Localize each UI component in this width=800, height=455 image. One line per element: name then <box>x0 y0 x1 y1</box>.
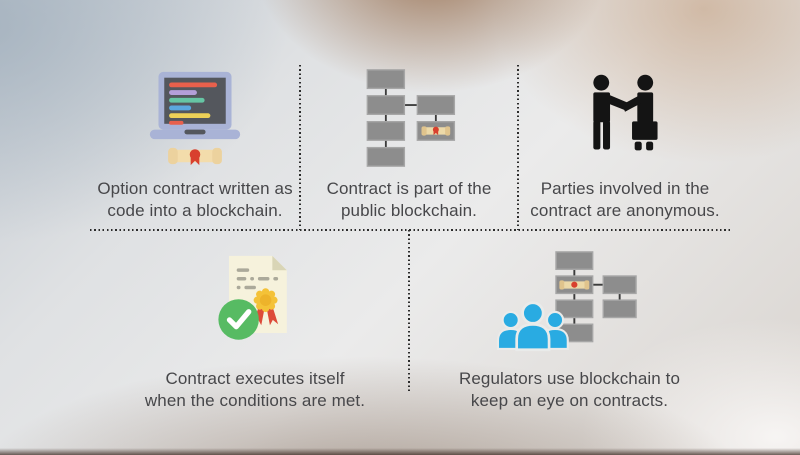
caption-line: public blockchain. <box>340 200 477 220</box>
card-caption: Parties involved in the contract are ano… <box>530 178 719 222</box>
caption-line: Parties involved in the <box>540 179 710 198</box>
card-public-blockchain: Contract is part of the public blockchai… <box>300 56 518 222</box>
caption-line: Option contract written as <box>97 179 293 198</box>
card-anonymous-parties: Parties involved in the contract are ano… <box>518 56 732 222</box>
card-regulators: Regulators use blockchain to keep an eye… <box>409 246 730 412</box>
dotted-divider-vertical-2 <box>517 65 519 230</box>
caption-line: Contract is part of the <box>326 179 492 198</box>
regulators-blockchain-icon <box>495 246 645 358</box>
card-caption: Contract executes itself when the condit… <box>145 368 365 412</box>
card-self-executing: Contract executes itself when the condit… <box>100 246 410 412</box>
caption-line: Regulators use blockchain to <box>458 369 681 388</box>
caption-line: contract are anonymous. <box>530 200 720 220</box>
dotted-divider-vertical-3 <box>408 230 410 392</box>
card-caption: Option contract written as code into a b… <box>97 178 292 222</box>
caption-line: keep an eye on contracts. <box>470 390 669 410</box>
dotted-divider-vertical-1 <box>299 65 301 230</box>
handshake-anonymous-icon <box>581 56 669 168</box>
blockchain-contract-icon <box>358 56 460 168</box>
card-option-contract: Option contract written as code into a b… <box>88 56 302 222</box>
card-caption: Contract is part of the public blockchai… <box>327 178 492 222</box>
card-caption: Regulators use blockchain to keep an eye… <box>459 368 680 412</box>
laptop-code-icon <box>142 56 248 168</box>
caption-line: code into a blockchain. <box>107 200 283 220</box>
certificate-check-icon <box>202 246 308 358</box>
caption-line: Contract executes itself <box>165 369 345 388</box>
caption-line: when the conditions are met. <box>144 390 366 410</box>
dotted-divider-horizontal <box>90 229 730 231</box>
